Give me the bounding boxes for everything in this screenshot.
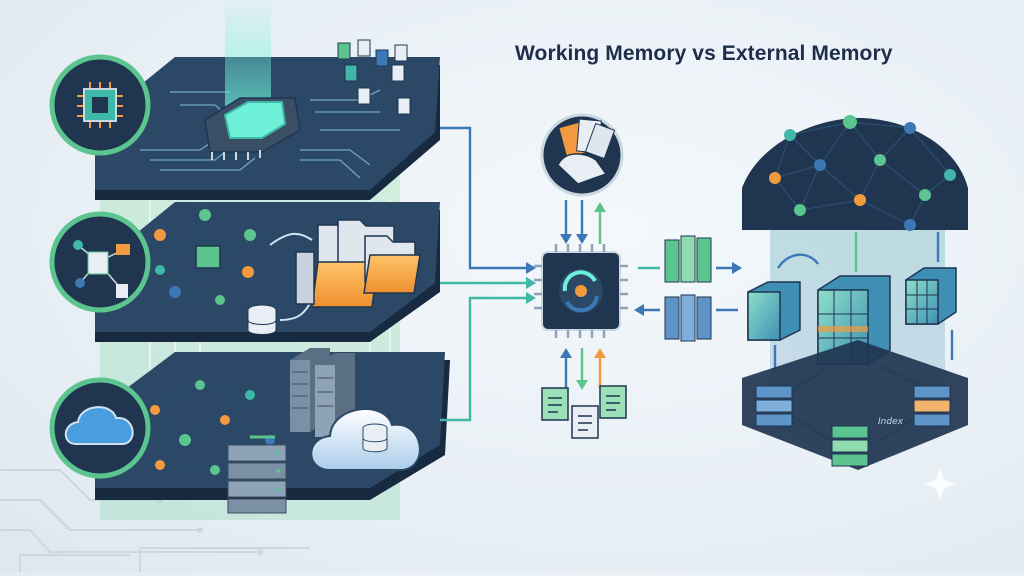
cloud-icon: [64, 406, 134, 445]
layer-cloud-storage: [95, 348, 450, 514]
cpu-chip-icon: [204, 97, 301, 160]
cloud-database-icon: [310, 408, 421, 471]
sparkle-icon: [924, 468, 956, 500]
document-icon: [87, 251, 109, 275]
chip-core-icon: [92, 97, 108, 113]
layer-to-chip-connectors: [440, 126, 536, 422]
server-stack-icon: [227, 444, 287, 514]
db-stack-right: [913, 385, 951, 427]
incoming-data-blocks: [634, 294, 738, 342]
layer-knowledge-files: [95, 202, 440, 342]
layer-working-memory-chip: [95, 0, 440, 200]
folder-icon: [116, 244, 130, 255]
diagram-title: Working Memory vs External Memory: [515, 42, 893, 65]
outgoing-data-blocks: [638, 235, 742, 283]
external-memory-store: Index: [742, 115, 968, 470]
chip-icon: [83, 88, 117, 122]
chip-to-documents-arrows: [560, 348, 606, 390]
data-cube-left: [747, 281, 801, 341]
card-icon: [584, 122, 616, 160]
database-icon: [247, 304, 277, 335]
badge-cloud: [49, 377, 151, 479]
db-stack-left: [755, 385, 793, 427]
external-network-nodes: [769, 115, 956, 231]
file-icon: [116, 284, 128, 298]
index-label: Index: [878, 417, 904, 427]
db-stack-center: [831, 425, 869, 467]
hand-to-chip-arrows: [560, 200, 606, 244]
floating-documents-icon: [337, 39, 411, 115]
hand-icon: [557, 153, 608, 185]
badge-chip: [49, 54, 151, 156]
badge-knowledge-graph: [49, 211, 151, 313]
central-processor-icon: [534, 244, 628, 338]
folder-stack-icon: [295, 219, 421, 308]
graph-nodes: [154, 209, 256, 305]
documents-icon: [541, 385, 627, 439]
server-rack-icon: [290, 348, 355, 437]
data-cube-right: [905, 267, 957, 325]
graph-arrow: [269, 232, 313, 246]
hand-cards-badge: [540, 113, 624, 197]
